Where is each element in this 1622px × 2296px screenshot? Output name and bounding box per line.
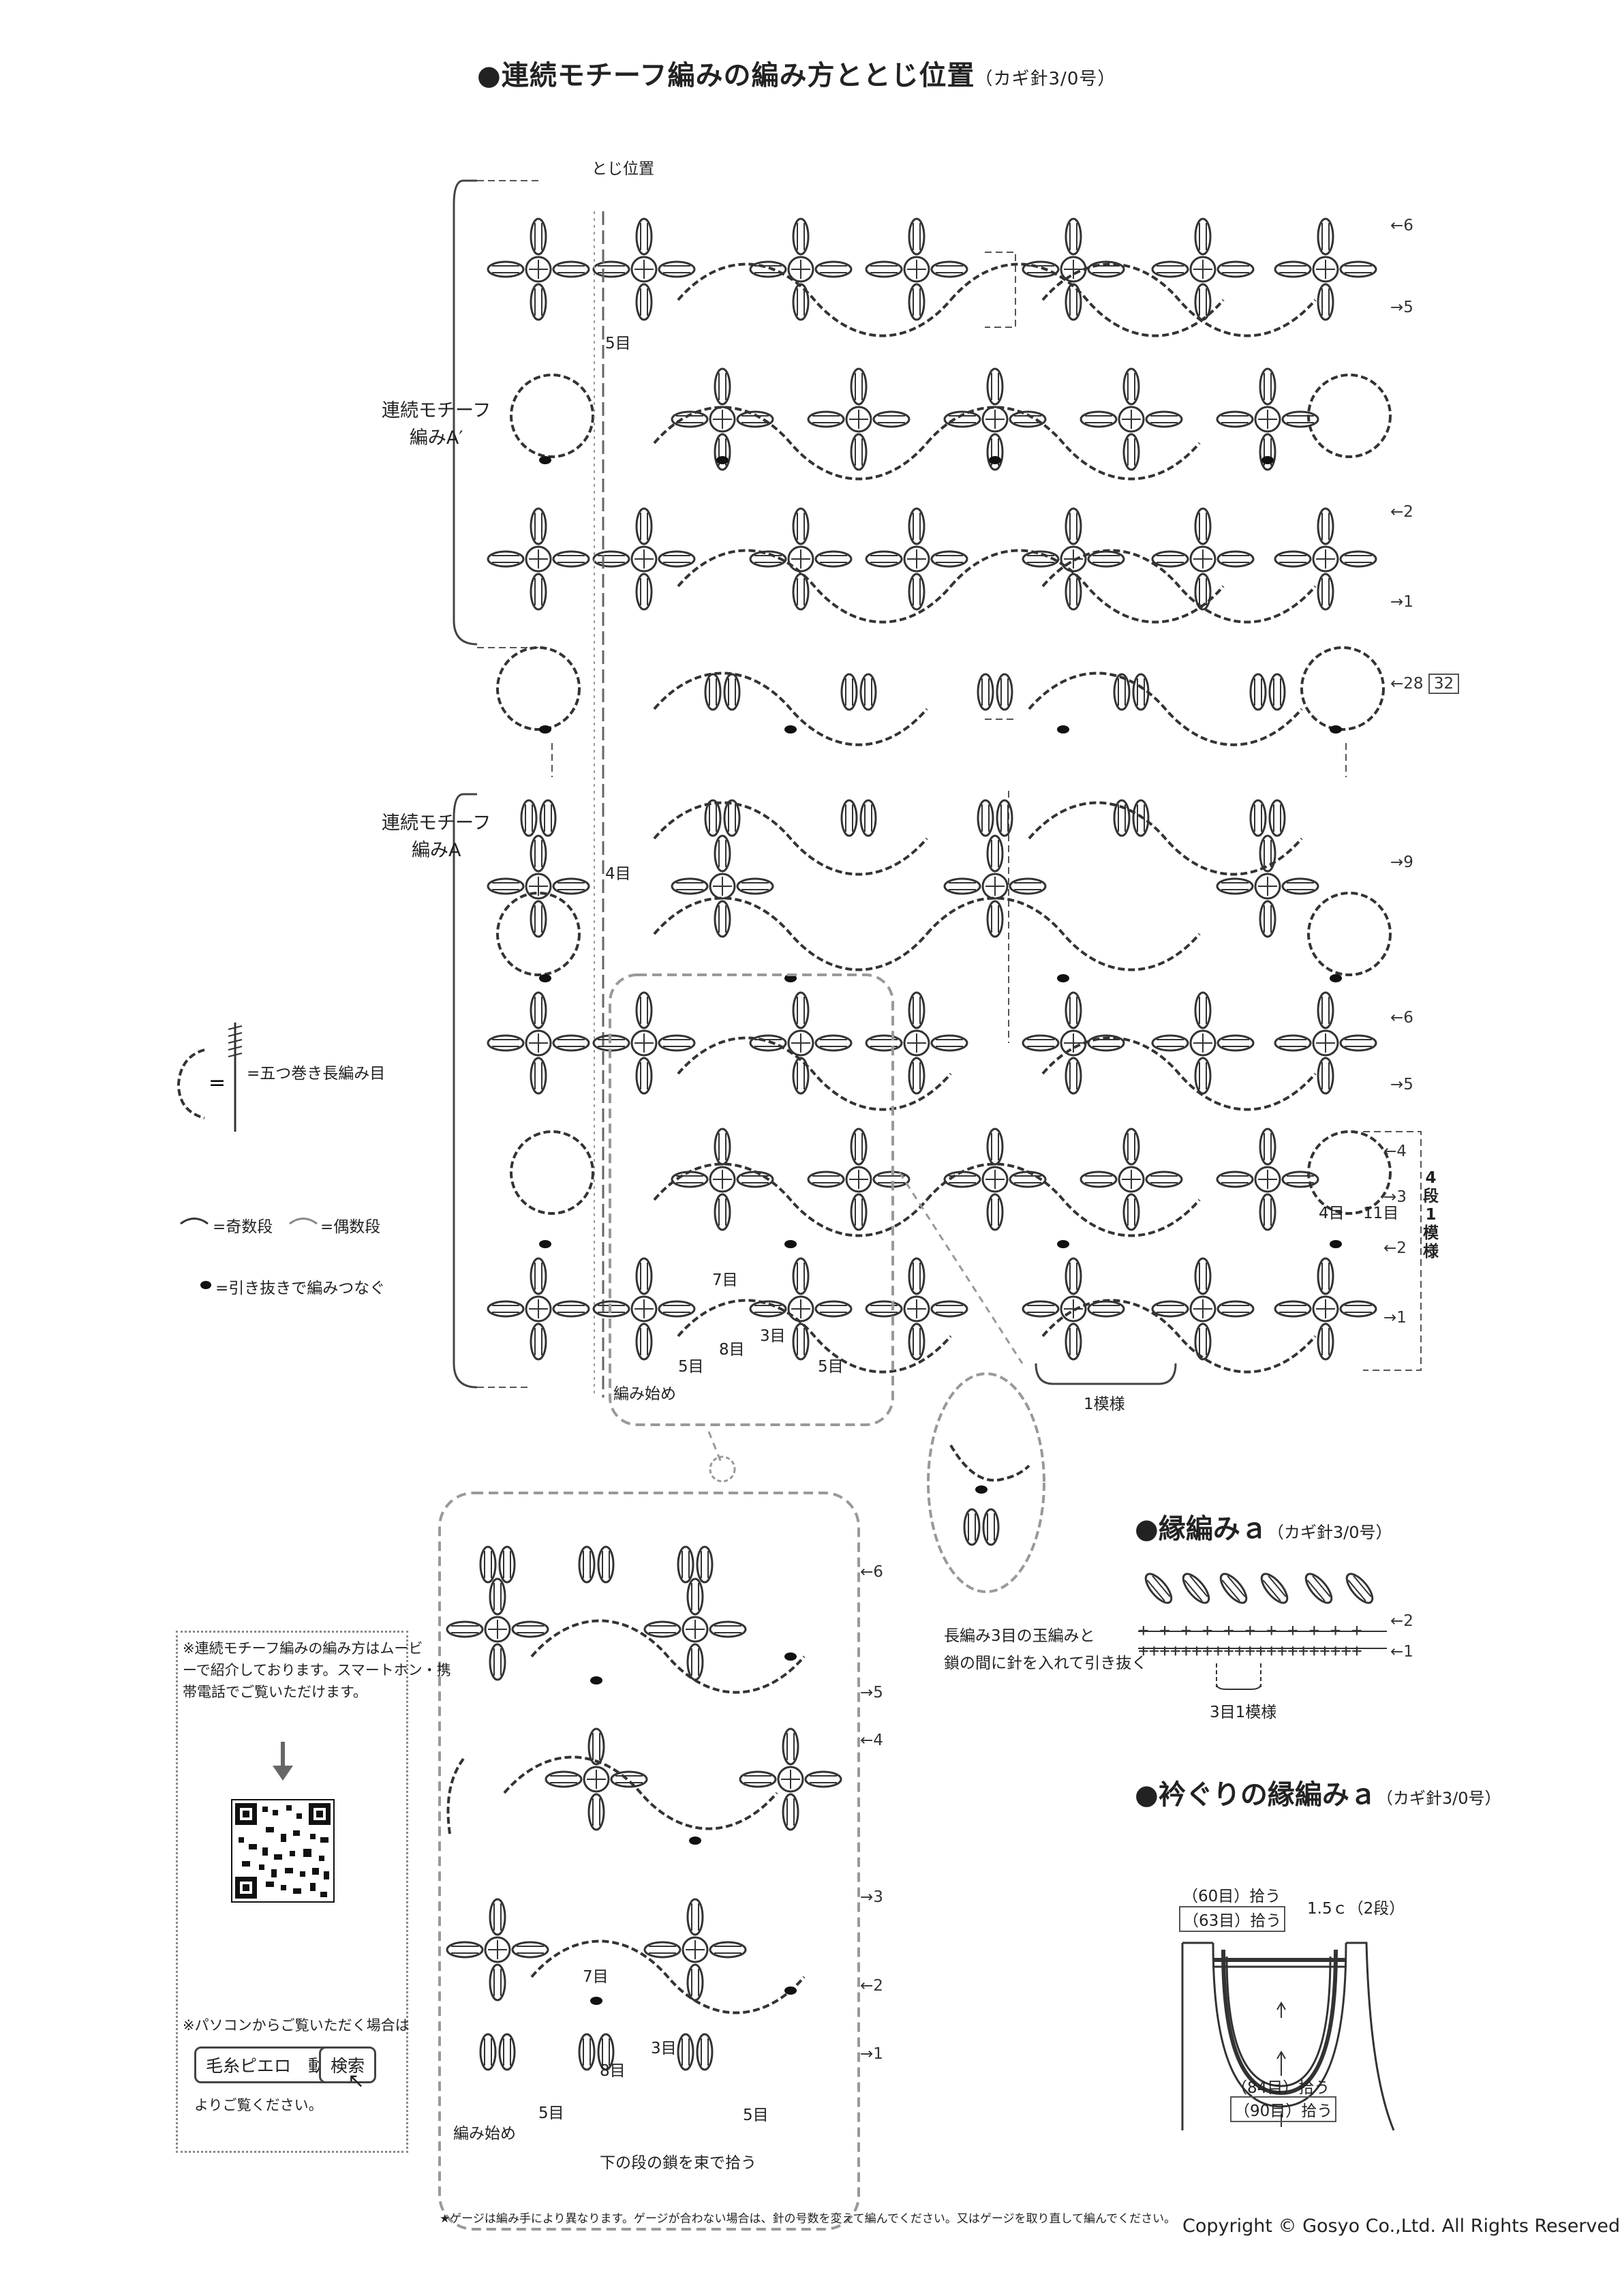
row-label: ←6 xyxy=(1390,217,1413,235)
neck-edging-title: ●衿ぐりの縁編みａ（カギ針3/0号） xyxy=(1135,1772,1501,1812)
section-a-prime-line2: 編みA′ xyxy=(409,427,463,449)
legend-join: =引き抜きで編みつなぐ xyxy=(215,1280,386,1297)
count-label: 3目 xyxy=(760,1327,786,1345)
gauge-note: ★ゲージは編み手により異なります。ゲージが合わない場合は、針の号数を変えて編んで… xyxy=(440,2212,1176,2226)
count-label: 5目 xyxy=(818,1358,844,1376)
label-11me: 11目 xyxy=(1363,1205,1399,1222)
detail-chart xyxy=(447,1547,841,2070)
pick-bottom-2: （90目）拾う xyxy=(1230,2096,1337,2122)
count-label: 8目 xyxy=(719,1341,745,1359)
stitches-4-label: 4目 xyxy=(605,865,631,883)
neck-edging-note: （カギ針3/0号） xyxy=(1376,1789,1501,1808)
row-label: →1 xyxy=(1383,1309,1407,1327)
legend-five-tr-symbol: = xyxy=(177,1023,243,1132)
info-text: ※連続モチーフ編みの編み方はムービ ーで紹介しております。スマートホン・携 帯電… xyxy=(183,1637,451,1703)
detail-count: 5目 xyxy=(538,2104,564,2122)
svg-text:=: = xyxy=(209,1071,226,1095)
legend-even: =偶数段 xyxy=(320,1218,381,1236)
edging-row-label: ←1 xyxy=(1390,1643,1413,1661)
pick-bottom-1: （84目）拾う xyxy=(1231,2079,1330,2097)
main-title: ●連続モチーフ編みの編み方ととじ位置（カギ針3/0号） xyxy=(477,53,1116,93)
detail-note: 下の段の鎖を束で拾う xyxy=(600,2154,756,2172)
edging-repeat: 3目1模様 xyxy=(1210,1704,1277,1721)
qr-code[interactable] xyxy=(231,1799,335,1903)
edging-a-title: ●縁編みａ（カギ針3/0号） xyxy=(1135,1507,1392,1546)
info-box xyxy=(176,1631,408,2153)
detail-row-label: ←4 xyxy=(860,1732,883,1749)
section-a-prime-line1: 連続モチーフ xyxy=(382,400,491,421)
legend-five-tr: =五つ巻き長編み目 xyxy=(247,1065,386,1083)
pattern-span-3: 1 xyxy=(1425,1206,1437,1224)
count-label: 5目 xyxy=(678,1358,704,1376)
cursor-arrow-icon: ↖ xyxy=(348,2069,365,2093)
info-line-1: ※連続モチーフ編みの編み方はムービ xyxy=(183,1640,423,1657)
row-28-text: ←28 xyxy=(1390,675,1424,693)
row-label: ←2 xyxy=(1383,1239,1407,1257)
detail-count: 7目 xyxy=(583,1968,609,1986)
pattern-span-label: 4 段 1 模 様 xyxy=(1423,1169,1439,1261)
pattern-span-1: 4 xyxy=(1425,1169,1437,1187)
neck-edging-chart xyxy=(1181,1942,1395,2131)
count-label: 7目 xyxy=(712,1271,738,1289)
detail-row-label: →1 xyxy=(860,2045,883,2063)
row-label: →5 xyxy=(1390,1076,1413,1093)
neck-width: 1.5ｃ（2段） xyxy=(1307,1900,1405,1918)
one-repeat-label: 1模様 xyxy=(1084,1395,1125,1413)
row-label: ←2 xyxy=(1390,503,1413,521)
detail-row-label: ←6 xyxy=(860,1563,883,1581)
svg-text:+++++++++++++++++++++: +++++++++++++++++++++ xyxy=(1138,1641,1362,1661)
detail-row-label: →3 xyxy=(860,1888,883,1906)
edging-a-chart: +++++++++++++++++++++ + + + + + + + + + … xyxy=(1138,1569,1387,1690)
stitches-5-label: 5目 xyxy=(605,335,631,352)
zoom-note-line1: 長編み3目の玉編みと xyxy=(944,1627,1095,1645)
row-28-chains xyxy=(496,646,1385,746)
row-label: →9 xyxy=(1390,854,1413,871)
seam-label: とじ位置 xyxy=(592,160,654,178)
detail-count: 8目 xyxy=(600,2062,626,2080)
info-line-2: ーで紹介しております。スマートホン・携 xyxy=(183,1662,451,1678)
row-label: →1 xyxy=(1390,593,1413,611)
detail-row-label: →5 xyxy=(860,1684,883,1702)
row-28-label: ←28 32 xyxy=(1390,674,1460,694)
row-label: →5 xyxy=(1390,299,1413,316)
search-button[interactable]: 検索 xyxy=(319,2046,377,2083)
pick-top-1: （60目）拾う xyxy=(1182,1888,1281,1905)
legend-odd: =奇数段 xyxy=(213,1218,273,1236)
row-32-box: 32 xyxy=(1428,674,1460,694)
row-label: →3 xyxy=(1383,1188,1407,1206)
edging-a-title-text: ●縁編みａ xyxy=(1135,1513,1268,1545)
detail-row-label: ←2 xyxy=(860,1977,883,1995)
zoom-circle xyxy=(927,1372,1045,1593)
detail-count: 3目 xyxy=(651,2040,677,2057)
detail-start: 編み始め xyxy=(453,2125,516,2143)
info-pc-note: ※パソコンからご覧いただく場合は xyxy=(183,2017,410,2034)
zoom-note: 長編み3目の玉編みと 鎖の間に針を入れて引き抜く xyxy=(944,1622,1147,1677)
section-a-label: 連続モチーフ 編みA xyxy=(382,810,491,864)
pattern-span-4: 模 xyxy=(1423,1224,1439,1242)
main-title-text: ●連続モチーフ編みの編み方ととじ位置 xyxy=(477,60,975,91)
section-a-prime-label: 連続モチーフ 編みA′ xyxy=(382,397,491,452)
edging-a-note: （カギ針3/0号） xyxy=(1267,1523,1392,1542)
start-label: 編み始め xyxy=(613,1385,676,1403)
pattern-span-5: 様 xyxy=(1423,1243,1439,1260)
label-4me: 4目 xyxy=(1319,1205,1345,1222)
zoom-note-line2: 鎖の間に針を入れて引き抜く xyxy=(944,1655,1148,1672)
motif-block-a-prime xyxy=(488,219,1392,624)
main-title-note: （カギ針3/0号） xyxy=(975,69,1116,89)
row-label: ←4 xyxy=(1383,1143,1407,1160)
pick-top-2: （63目）拾う xyxy=(1179,1906,1286,1932)
copyright: Copyright © Gosyo Co.,Ltd. All Rights Re… xyxy=(1182,2216,1622,2237)
info-line-3: 帯電話でご覧いただけます。 xyxy=(183,1684,367,1700)
edging-row-label: ←2 xyxy=(1390,1612,1413,1630)
pattern-span-2: 段 xyxy=(1423,1188,1439,1205)
section-a-line2: 編みA xyxy=(411,840,461,861)
row-label: ←6 xyxy=(1390,1009,1413,1027)
svg-text:+ + + + + + + + + + +: + + + + + + + + + + + xyxy=(1138,1620,1362,1641)
neck-edging-title-text: ●衿ぐりの縁編みａ xyxy=(1135,1779,1377,1811)
section-a-line1: 連続モチーフ xyxy=(382,813,491,834)
detail-count: 5目 xyxy=(743,2106,769,2124)
info-see: よりご覧ください。 xyxy=(194,2097,323,2113)
motif-block-a xyxy=(488,800,1392,1374)
